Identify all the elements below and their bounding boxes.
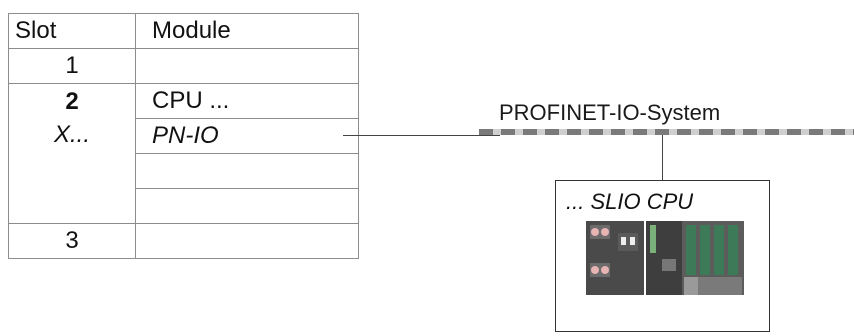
slot-cell: 1 [8, 48, 136, 84]
device-connection-line [662, 135, 663, 180]
table-header-row: Slot Module [8, 13, 359, 49]
module-cell [135, 48, 359, 84]
slot-sub-number: X... [53, 121, 90, 148]
slot-module-table: Slot Module 1 2 X... CPU ... PN-IO 3 [8, 13, 359, 259]
pnio-connection-line [343, 135, 500, 136]
slot-cell-cpu: 2 X... [8, 83, 136, 224]
plc-hardware-icon [586, 221, 744, 295]
header-module: Module [135, 13, 359, 49]
slot-number: 2 [65, 88, 79, 115]
module-cell-cpu: CPU ... [135, 83, 359, 119]
slot-cell: 3 [8, 223, 136, 259]
network-label: PROFINET-IO-System [499, 100, 721, 125]
table-row[interactable]: 2 X... CPU ... [8, 83, 359, 224]
table-row[interactable] [9, 153, 359, 189]
module-cell-empty [135, 153, 359, 189]
module-cell [135, 223, 359, 259]
module-cell-pnio: PN-IO [135, 118, 359, 154]
table-row[interactable]: 3 [8, 223, 359, 259]
table-row[interactable]: PN-IO [9, 118, 359, 154]
header-slot: Slot [8, 13, 136, 49]
table-row[interactable]: 1 [8, 48, 359, 84]
slio-cpu-device[interactable]: ... SLIO CPU [555, 180, 770, 332]
device-label: ... SLIO CPU [566, 189, 694, 214]
profinet-bus-bar[interactable] [479, 129, 854, 135]
module-cell-empty [135, 188, 359, 224]
